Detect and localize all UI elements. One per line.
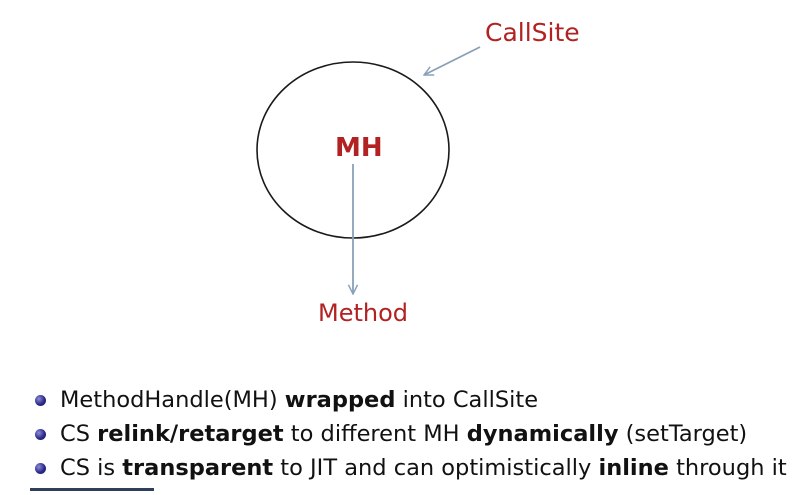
underline-bar [30,488,154,491]
bullet-text: CS [60,421,98,447]
mh-label: MH [335,133,383,163]
bullet-text: into CallSite [395,387,539,413]
bullet-item: CS relink/retarget to different MH dynam… [30,417,787,451]
method-label: Method [318,299,409,327]
bullet-text: to JIT and can optimistically [273,455,599,481]
bullet-dot-icon [35,395,46,406]
bullet-text: to different MH [283,421,467,447]
bullet-text: (setTarget) [618,421,748,447]
bullet-text: MethodHandle(MH) [60,387,285,413]
bullet-bold-text: wrapped [284,387,396,413]
callsite-diagram [256,46,481,380]
bullet-item: MethodHandle(MH) wrapped into CallSite [30,383,787,417]
bullet-bold-text: relink/retarget [97,421,284,447]
callsite-arrow [424,46,481,76]
bullet-dot-icon [35,429,46,440]
bullet-dot-icon [35,463,46,474]
bullet-text: through it [668,455,787,481]
bullet-bold-text: inline [598,455,669,481]
bullet-item: CS is transparent to JIT and can optimis… [30,451,787,485]
bullet-text: CS is [60,455,123,481]
bullet-bold-text: transparent [122,455,274,481]
callsite-label: CallSite [485,18,580,47]
bullet-bold-text: dynamically [466,421,619,447]
